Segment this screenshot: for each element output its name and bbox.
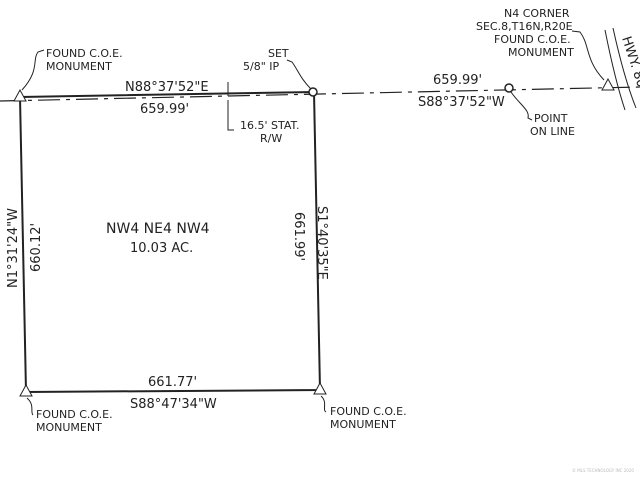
- parcel-area: 10.03 AC.: [130, 241, 193, 256]
- parcel-name: NW4 NE4 NW4: [106, 221, 210, 237]
- se-monument-icon: [313, 381, 327, 395]
- watermark: © MLS TECHNOLOGY INC 2020: [572, 468, 634, 473]
- n4-label-3: FOUND C.O.E.: [494, 33, 571, 46]
- row-label-2: R/W: [260, 132, 282, 145]
- set-ip-leader: [286, 59, 312, 90]
- extension-distance: 659.99': [433, 73, 482, 88]
- row-leader: [227, 100, 234, 131]
- south-line-bearing: S88°47'34"W: [130, 397, 217, 412]
- n4-label-2: SEC.8,T16N,R20E: [476, 20, 573, 33]
- sw-monument-icon: [19, 383, 33, 397]
- section-line: [0, 86, 640, 102]
- set-iron-pin-icon: [308, 87, 318, 97]
- n4-label-4: MONUMENT: [508, 46, 574, 59]
- n4-leader: [571, 30, 605, 81]
- north-line-distance: 659.99': [140, 102, 189, 117]
- pol-label-2: ON LINE: [530, 125, 575, 138]
- nw-monument-label-1: FOUND C.O.E.: [46, 47, 123, 60]
- nw-monument-icon: [13, 88, 27, 102]
- south-line-distance: 661.77': [148, 375, 197, 390]
- nw-monument-label-2: MONUMENT: [46, 60, 112, 73]
- north-line-bearing: N88°37'52"E: [125, 80, 209, 95]
- highway-edge-east: [612, 27, 637, 109]
- point-on-line-icon: [504, 83, 514, 93]
- highway-edge-west: [604, 29, 626, 111]
- n4-corner-monument-icon: [601, 77, 615, 91]
- n4-label-1: N4 CORNER: [504, 7, 570, 20]
- pol-leader: [510, 91, 533, 121]
- east-line-distance: 661.99': [291, 212, 306, 261]
- row-label-1: 16.5' STAT.: [240, 119, 299, 132]
- nw-leader: [21, 49, 45, 91]
- sw-monument-label-1: FOUND C.O.E.: [36, 408, 113, 421]
- se-monument-label-2: MONUMENT: [330, 418, 396, 431]
- set-ip-label-2: 5/8" IP: [243, 60, 280, 73]
- pol-label-1: POINT: [534, 112, 568, 125]
- east-line-bearing: S1°40'35"E: [314, 206, 329, 280]
- west-line-bearing: N1°31'24"W: [6, 208, 21, 288]
- extension-bearing: S88°37'52"W: [418, 95, 505, 110]
- se-monument-label-1: FOUND C.O.E.: [330, 405, 407, 418]
- sw-monument-label-2: MONUMENT: [36, 421, 102, 434]
- west-line-distance: 660.12': [29, 223, 44, 272]
- se-leader: [320, 395, 327, 413]
- sw-leader: [26, 397, 34, 416]
- set-ip-label-1: SET: [268, 47, 289, 60]
